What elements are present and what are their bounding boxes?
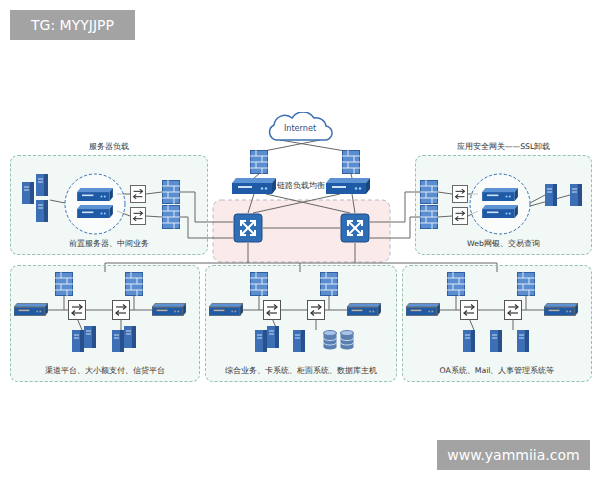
gateway-panel: 应用安全网关——SSL卸载Web网银、交易查询: [415, 155, 592, 255]
server-panel: 服务器负载前置服务器、中间业务: [10, 155, 208, 255]
watermark: TG: MYYJJPP: [10, 10, 135, 40]
cloud-label: Internet: [264, 123, 336, 133]
panel-heading: 应用安全网关——SSL卸载: [416, 142, 591, 152]
business-panel: 综合业务、卡系统、柜面系统、数据库主机: [205, 265, 397, 382]
panel-caption: 渠道平台、大小额支付、信贷平台: [11, 366, 199, 376]
business-panel: 渠道平台、大小额支付、信贷平台: [10, 265, 200, 382]
panel-caption: Web网银、交易查询: [416, 239, 591, 249]
panel-caption: 前置服务器、中间业务: [11, 239, 207, 249]
device-label: 链路负载均衡: [276, 181, 326, 191]
panel-caption: 综合业务、卡系统、柜面系统、数据库主机: [206, 366, 396, 376]
internet-cloud: Internet: [264, 112, 336, 142]
watermark: www.yammiia.com: [437, 440, 590, 470]
business-panel: OA系统、Mail、人事管理系统等: [402, 265, 592, 382]
panel-caption: OA系统、Mail、人事管理系统等: [403, 366, 591, 376]
panel-heading: 服务器负载: [11, 142, 207, 152]
